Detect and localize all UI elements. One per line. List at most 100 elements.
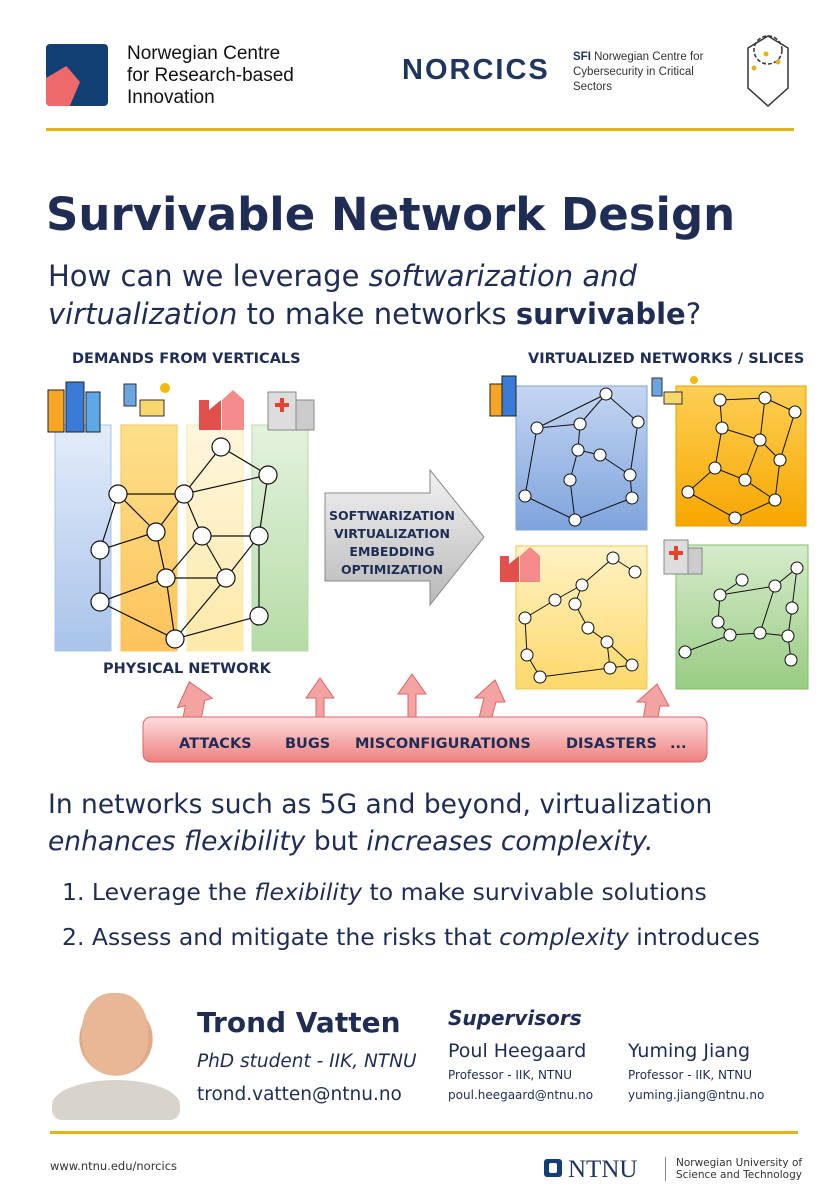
author-role: PhD student - IIK, NTNU — [197, 1051, 417, 1072]
graph-link — [687, 491, 736, 519]
slice-icons — [489, 375, 703, 582]
slice-energy — [675, 385, 807, 527]
graph-link — [99, 531, 157, 551]
city-icon — [47, 381, 101, 433]
threats-bar — [142, 716, 708, 763]
graph-link — [574, 497, 633, 521]
graph-node — [258, 465, 278, 485]
graph-link — [759, 397, 766, 441]
hospital-icon — [663, 539, 703, 575]
slice-graphs — [518, 387, 804, 684]
graph-node — [573, 417, 587, 431]
graph-node — [249, 606, 269, 626]
graph-link — [165, 577, 176, 640]
graph-node — [108, 484, 128, 504]
graph-link — [536, 423, 581, 429]
graph-link — [734, 499, 776, 519]
vertical-icons — [47, 381, 315, 433]
threat-arrow — [397, 673, 427, 719]
graph-node — [90, 592, 110, 612]
graph-node — [788, 405, 802, 419]
threat-misconfigurations: MISCONFIGURATIONS — [355, 736, 531, 752]
ntnu-logo-icon — [544, 1159, 562, 1178]
graph-node — [784, 653, 798, 667]
norcics-logo: NORCICS — [402, 54, 550, 86]
graph-link — [99, 493, 119, 551]
graph-link — [719, 397, 766, 401]
graph-link — [714, 427, 723, 469]
list-item: 1. Leverage the flexibility to make surv… — [62, 878, 707, 906]
graph-node — [758, 391, 772, 405]
supervisor-1: Poul Heegaard Professor - IIK, NTNU poul… — [448, 1040, 594, 1102]
graph-node — [631, 415, 645, 429]
threat-attacks: ATTACKS — [179, 736, 252, 752]
graph-link — [99, 577, 167, 603]
graph-node — [735, 573, 749, 587]
graph-node — [174, 484, 194, 504]
graph-node — [211, 437, 231, 457]
author-email[interactable]: trond.vatten@ntnu.no — [197, 1084, 402, 1105]
graph-node — [518, 489, 532, 503]
graph-link — [759, 585, 776, 634]
graph-link — [99, 601, 176, 640]
graph-node — [790, 561, 804, 575]
graph-node — [753, 626, 767, 640]
graph-link — [183, 474, 269, 495]
graph-link — [744, 439, 761, 481]
graph-node — [781, 629, 795, 643]
threat-disasters: DISASTERS — [566, 736, 657, 752]
author-photo — [52, 985, 180, 1120]
header-divider — [46, 128, 794, 131]
supervisors-heading: Supervisors — [448, 1006, 582, 1030]
footer-url[interactable]: www.ntnu.edu/norcics — [50, 1159, 178, 1173]
graph-node — [568, 513, 582, 527]
graph-link — [174, 577, 227, 640]
graph-node — [165, 629, 185, 649]
hospital-icon — [267, 391, 315, 431]
graph-link — [524, 495, 576, 521]
graph-link — [183, 446, 222, 495]
network-diagram — [47, 375, 809, 763]
graph-node — [575, 578, 589, 592]
graph-link — [536, 393, 607, 429]
graph-node — [715, 421, 729, 435]
graph-link — [779, 411, 796, 461]
graph-node — [146, 522, 166, 542]
graph-node — [753, 433, 767, 447]
graph-node — [563, 473, 577, 487]
graph-node — [548, 593, 562, 607]
graph-node — [606, 551, 620, 565]
graph-node — [773, 453, 787, 467]
graph-node — [628, 565, 642, 579]
graph-node — [568, 597, 582, 611]
graph-node — [518, 611, 532, 625]
graph-node — [785, 601, 799, 615]
graph-link — [581, 557, 614, 586]
graph-node — [249, 526, 269, 546]
city-icon — [489, 375, 517, 417]
graph-node — [581, 621, 595, 635]
graph-node — [711, 615, 725, 629]
graph-node — [156, 568, 176, 588]
slice-smart-city — [515, 385, 648, 531]
graph-link — [174, 615, 260, 640]
list-item: 2. Assess and mitigate the risks that co… — [62, 923, 760, 951]
graph-node — [728, 511, 742, 525]
ntnu-logo: NTNU — [544, 1156, 637, 1184]
factory-icon — [199, 390, 244, 430]
shield-gear-logo-icon — [747, 35, 789, 108]
graph-node — [603, 661, 617, 675]
graph-node — [768, 493, 782, 507]
graph-node — [520, 648, 534, 662]
graph-node — [768, 579, 782, 593]
slice-boxes — [515, 385, 809, 690]
graph-link — [684, 634, 731, 653]
physical-network-graph — [90, 437, 278, 649]
graph-node — [713, 588, 727, 602]
author-name: Trond Vatten — [197, 1006, 401, 1039]
graph-node — [681, 485, 695, 499]
vertical-columns — [54, 424, 309, 652]
